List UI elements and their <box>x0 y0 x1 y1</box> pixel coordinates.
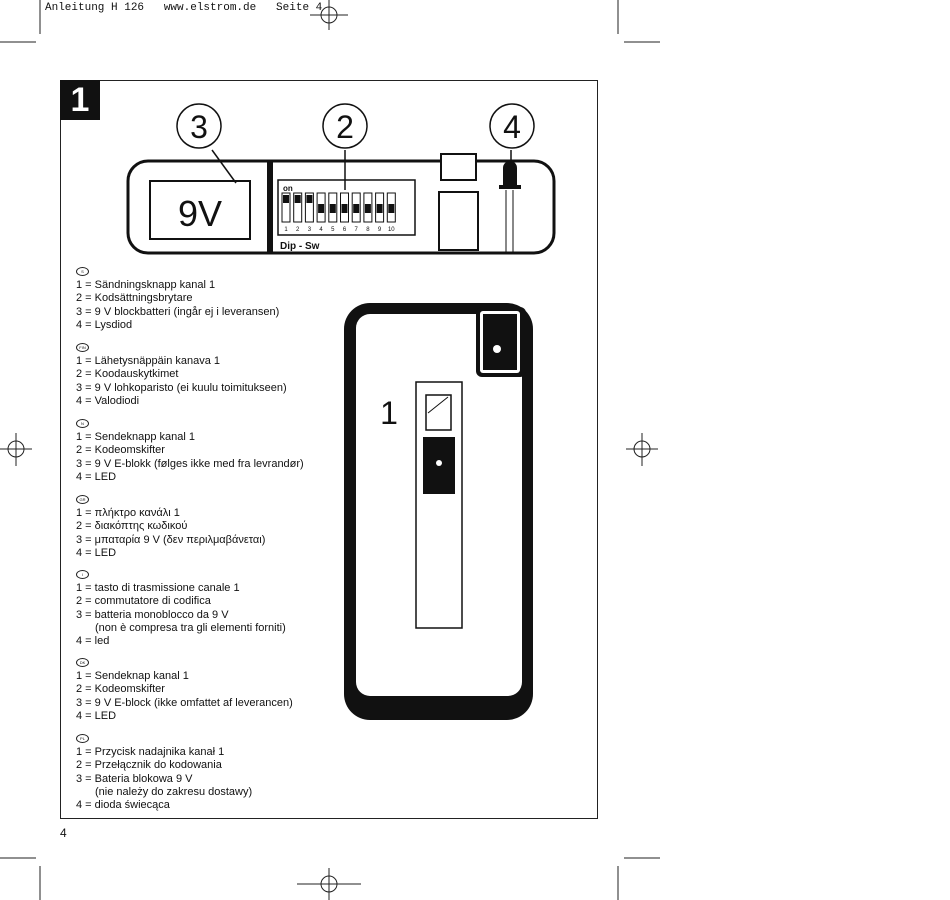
legend-item: 4 = led <box>76 635 110 648</box>
dip-switches <box>281 192 396 223</box>
led-icon <box>503 161 517 186</box>
legend-item: (non è compresa tra gli elementi forniti… <box>95 621 286 634</box>
figure-number: 1 <box>60 80 100 120</box>
legend-item: 4 = LED <box>76 546 117 559</box>
figure-frame <box>60 80 598 819</box>
dip-switch-knob <box>376 204 383 213</box>
dip-number: 7 <box>355 227 359 233</box>
legend-item: 1 = Lähetysnäppäin kanava 1 <box>76 355 221 367</box>
crop-marks <box>0 0 660 900</box>
dip-switch-knob <box>353 204 360 213</box>
legend-item: (nie należy do zakresu dostawy) <box>95 785 253 798</box>
legend-item: 2 = Kodsättningsbrytare <box>76 292 193 305</box>
dip-switch-knob <box>318 204 325 213</box>
page-number: 4 <box>60 826 67 840</box>
dip-number: 6 <box>343 227 347 233</box>
dip-number: 3 <box>308 227 312 233</box>
dip-on-label: on <box>283 184 293 193</box>
dip-sw-label: Dip - Sw <box>280 241 320 252</box>
legend-item: 2 = Koodauskytkimet <box>76 368 179 381</box>
country-code-badge: FIN <box>76 343 89 352</box>
legend-item: 2 = commutatore di codifica <box>76 595 211 608</box>
dip-number: 5 <box>331 227 335 233</box>
country-code-badge: I <box>76 570 89 579</box>
legend-item: 4 = dioda świecąca <box>76 799 170 812</box>
country-code-badge: S <box>76 267 89 276</box>
dip-switch-knob <box>294 195 301 203</box>
callout-3: 3 <box>190 109 208 145</box>
legend-item: 3 = batteria monoblocco da 9 V <box>76 608 229 621</box>
battery-compartment <box>149 180 251 240</box>
country-code-badge: GR <box>76 495 89 504</box>
dip-number: 4 <box>319 227 323 233</box>
legend-item: 1 = Sendeknap kanal 1 <box>76 670 189 682</box>
callout-1: 1 <box>380 395 398 431</box>
legend-item: 3 = 9 V E-blokk (følges ikke med fra lev… <box>76 457 304 470</box>
dip-switch <box>293 192 303 223</box>
legend-item: 4 = LED <box>76 709 117 722</box>
legend-item: 1 = Przycisk nadajnika kanał 1 <box>76 746 225 758</box>
legend-item: 3 = Bateria blokowa 9 V <box>76 772 193 785</box>
callout-2: 2 <box>336 109 354 145</box>
callout-4: 4 <box>503 109 521 145</box>
dip-switch-knob <box>306 195 313 203</box>
dip-switch-knob <box>283 195 289 203</box>
legend-item: 2 = Kodeomskifter <box>76 683 165 696</box>
legend-item: 3 = 9 V blockbatteri (ingår ej i leveran… <box>76 305 280 318</box>
dip-switch-knob <box>388 204 395 213</box>
legend-item: 3 = 9 V lohkoparisto (ei kuulu toimituks… <box>76 381 287 394</box>
dip-switch-knob <box>329 204 336 213</box>
dip-switch-knob <box>341 204 348 213</box>
dip-number: 10 <box>388 227 395 233</box>
dip-number: 9 <box>378 227 382 233</box>
dip-number: 8 <box>366 227 370 233</box>
legend-item: 3 = μπαταρία 9 V (δεν περιλμαβάνεται) <box>76 533 266 546</box>
dip-switch <box>304 192 314 223</box>
country-code-badge: N <box>76 419 89 428</box>
legend-item: 1 = tasto di trasmissione canale 1 <box>76 582 240 594</box>
country-code-badge: PL <box>76 734 89 743</box>
dip-number: 1 <box>284 227 288 233</box>
legend-item: 4 = Lysdiod <box>76 318 133 331</box>
legend-item: 3 = 9 V E-block (ikke omfattet af levera… <box>76 696 293 709</box>
device-front-view <box>344 303 533 720</box>
legend-item: 1 = Sändningsknapp kanal 1 <box>76 279 216 291</box>
legend-item: 2 = διακόπτης κωδικού <box>76 520 188 533</box>
legend-item: 4 = LED <box>76 470 117 483</box>
legend-item: 2 = Kodeomskifter <box>76 444 165 457</box>
legend-item: 4 = Valodiodi <box>76 394 140 407</box>
dip-switch-knob <box>364 204 371 213</box>
dip-switch <box>281 192 291 223</box>
page-header: Anleitung H 126 www.elstrom.de Seite 4 <box>45 2 323 14</box>
legend-item: 1 = πλήκτρο κανάλι 1 <box>76 507 180 519</box>
dip-number: 2 <box>296 227 300 233</box>
legend-item: 1 = Sendeknapp kanal 1 <box>76 431 195 443</box>
country-code-badge: DK <box>76 658 89 667</box>
device-top-view <box>126 153 556 255</box>
legend-item: 2 = Przełącznik do kodowania <box>76 759 222 772</box>
battery-label: 9V <box>178 193 222 234</box>
